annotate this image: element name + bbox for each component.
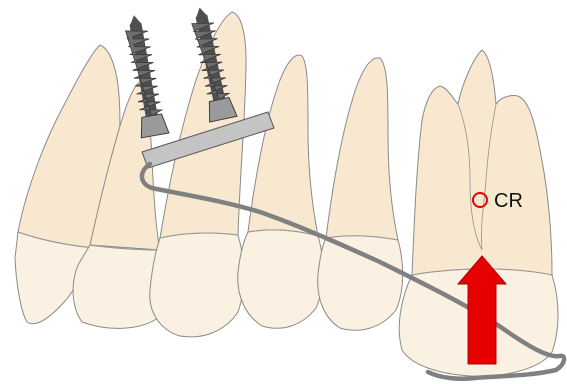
tooth-3 bbox=[150, 12, 246, 337]
screw-1-head bbox=[138, 113, 169, 138]
tooth-4-root bbox=[248, 55, 318, 236]
tooth-4 bbox=[238, 55, 323, 328]
center-of-resistance-label: CR bbox=[494, 190, 523, 212]
screw-1-tip bbox=[128, 14, 142, 26]
tooth-4-crown bbox=[238, 230, 323, 328]
tooth-3-crown bbox=[150, 233, 244, 337]
tooth-5-crown bbox=[318, 236, 403, 330]
tooth-5-root bbox=[326, 58, 398, 240]
tooth-5 bbox=[318, 58, 403, 331]
